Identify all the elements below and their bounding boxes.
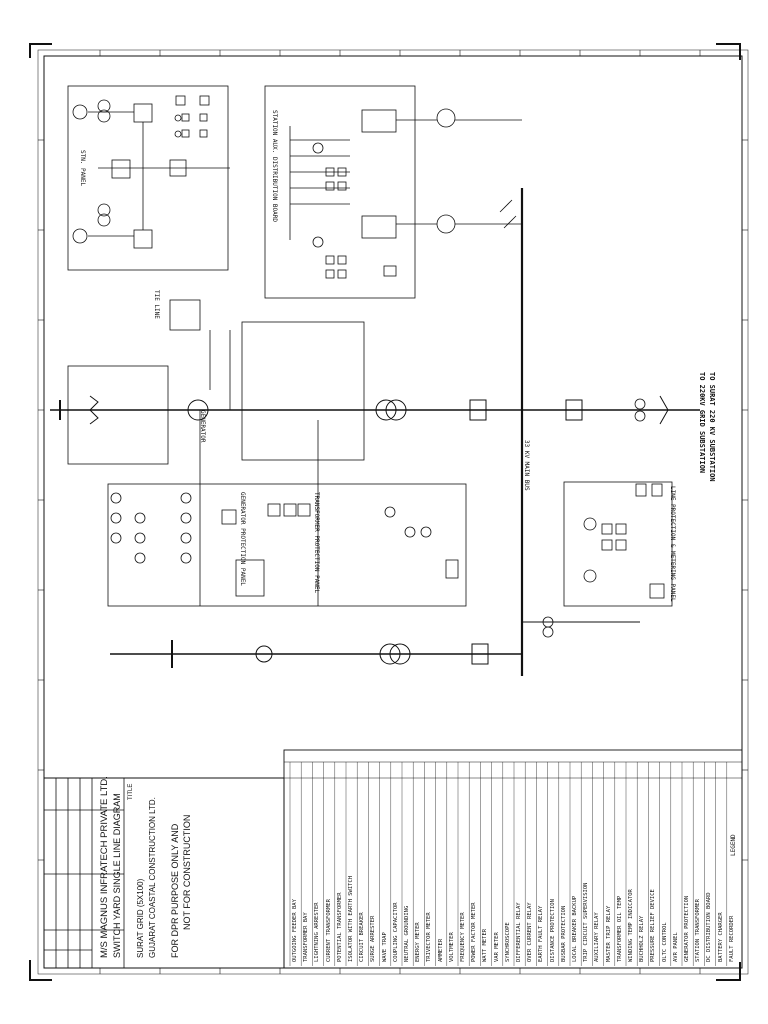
legend-item: OUTGOING FEEDER BAY [292, 899, 298, 962]
panel-line-label: LINE PROTECTION & METERING PANEL [669, 486, 676, 602]
note-line-1: FOR DPR PURPOSE ONLY AND [170, 823, 180, 958]
legend-item: POTENTIAL TRANSFORMER [336, 892, 343, 962]
legend-item: SYNCHROSCOPE [504, 922, 511, 962]
legend-item: BATTERY CHARGER [717, 912, 724, 962]
legend-item: AUXILIARY RELAY [594, 912, 601, 962]
legend-item: STATION TRANSFORMER [695, 899, 702, 962]
legend-item: WATT METER [482, 928, 489, 962]
panel-trafo-label: TRANSFORMER PROTECTION PANEL [313, 492, 320, 594]
legend-item: OLTC CONTROL [661, 922, 668, 962]
legend-item: ISOLATOR WITH EARTH SWITCH [348, 875, 354, 962]
bay-equipment-panel [264, 85, 522, 299]
legend-item: COUPLING CAPACITOR [392, 902, 399, 962]
legend-item: GENERATOR PROTECTION [684, 895, 690, 962]
legend-item: LIGHTNING ARRESTER [314, 902, 321, 962]
legend-header: LEGEND [730, 834, 737, 856]
client-name: GUJARAT COASTAL CONSTRUCTION LTD. [148, 797, 157, 958]
legend-item: SURGE ARRESTER [370, 915, 377, 962]
legend-item: WAVE TRAP [381, 932, 388, 962]
legend-item: CURRENT TRANSFORMER [325, 899, 332, 962]
main-bus-label: 33 KV MAIN BUS [523, 440, 530, 491]
legend-columns [289, 762, 727, 966]
aux-transformer-block [67, 85, 230, 271]
note-line-2: NOT FOR CONSTRUCTION [182, 814, 192, 930]
metering-panel [542, 398, 673, 638]
title-label: TITLE [128, 783, 134, 800]
legend-item: AVR PANEL [672, 932, 679, 962]
generator-label: GENERATOR [199, 410, 206, 443]
legend-item: PRESSURE RELIEF DEVICE [650, 889, 657, 962]
panel-stn-label: STN. PANEL [79, 150, 86, 187]
control-panels [67, 299, 467, 607]
drawing-title: SWITCH YARD SINGLE LINE DIAGRAM [112, 793, 122, 958]
legend-item: TRANSFORMER BAY [303, 912, 310, 962]
tie-line-label: TIE LINE [153, 290, 160, 319]
legend-item: DISTANCE PROTECTION [549, 899, 556, 962]
legend-item: TRIP CIRCUIT SUPERVISION [583, 882, 590, 962]
company-name: M/S MAGNUS INFRATECH PRIVATE LTD. [99, 776, 110, 958]
plant-name: SURAT GRID (5X100) [136, 878, 145, 958]
legend-item: FREQUENCY METER [460, 912, 466, 962]
legend-item: VAR METER [493, 932, 500, 962]
legend-item: TRIVECTOR METER [426, 912, 433, 962]
legend-item: EARTH FAULT RELAY [538, 905, 545, 962]
legend-item: DC DISTRIBUTION BOARD [706, 892, 713, 962]
legend-item: OVER CURRENT RELAY [527, 902, 534, 962]
legend-item: TRANSFORMER OIL TEMP [616, 895, 623, 962]
legend-item: VOLTMETER [448, 932, 455, 962]
feeder-bottom-label: TO 220KV GRID SUBSTATION [698, 372, 706, 474]
legend-item: DIFFERENTIAL RELAY [516, 902, 522, 962]
legend-item: FAULT RECORDER [728, 915, 735, 962]
legend-item: ENERGY METER [415, 922, 422, 962]
legend-item: NEUTRAL GROUNDING [404, 905, 410, 962]
legend-item: BUSBAR PROTECTION [560, 905, 567, 962]
legend-item: WINDING TEMP INDICATOR [628, 889, 634, 962]
legend-item: AMMETER [437, 938, 444, 962]
feeder-lines [50, 395, 700, 668]
panel-aux-label: STATION AUX. DISTRIBUTION BOARD [271, 110, 278, 222]
legend-item: CIRCUIT BREAKER [359, 912, 366, 962]
title-block [43, 777, 285, 969]
legend-item: BUCHHOLZ RELAY [639, 915, 646, 962]
feeder-top-label: TO SURAT 220 KV SUBSTATION [708, 372, 716, 482]
legend-item: LOCAL BREAKER BACKUP [572, 895, 578, 962]
legend-item: POWER FACTOR METER [471, 902, 478, 962]
panel-gen-label: GENERATOR PROTECTION PANEL [239, 492, 246, 586]
legend-item: MASTER TRIP RELAY [605, 905, 612, 962]
drawing-frame [29, 43, 749, 981]
